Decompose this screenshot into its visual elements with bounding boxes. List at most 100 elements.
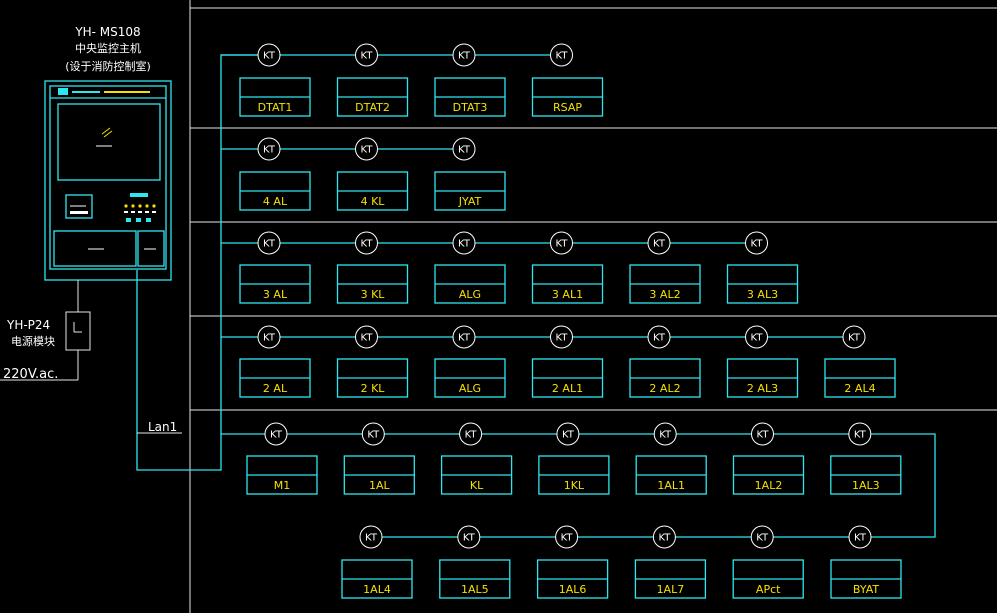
kt-node: KT xyxy=(745,325,768,349)
control-button xyxy=(65,194,93,219)
kt-node-label: KT xyxy=(562,430,575,441)
kt-node: KT xyxy=(653,422,677,446)
module-label: 1AL5 xyxy=(461,583,489,596)
kt-node-label: KT xyxy=(463,533,476,544)
kt-node-label: KT xyxy=(556,51,569,62)
module-box: 2 AL2 xyxy=(629,358,701,398)
port-indicators xyxy=(126,218,151,222)
kt-node-label: KT xyxy=(751,333,764,344)
kt-node-label: KT xyxy=(263,333,276,344)
kt-node: KT xyxy=(848,525,872,549)
module-box: ALG xyxy=(434,358,506,398)
module-box: 1AL3 xyxy=(830,455,902,495)
module-box: 1AL6 xyxy=(536,559,609,599)
module-label: DTAT3 xyxy=(453,101,488,114)
module-box: 1AL4 xyxy=(341,559,413,599)
kt-node: KT xyxy=(550,231,573,255)
module-label: 2 AL3 xyxy=(747,382,778,395)
kt-node-label: KT xyxy=(361,333,374,344)
module-box: KL xyxy=(440,455,513,495)
kt-node-label: KT xyxy=(756,533,769,544)
module-label: 1AL2 xyxy=(755,479,783,492)
kt-node: KT xyxy=(751,422,774,446)
kt-node: KT xyxy=(452,43,476,67)
brand-logo-icon xyxy=(58,88,68,95)
module-box: 3 AL3 xyxy=(726,264,799,304)
module-label: 2 AL4 xyxy=(844,382,875,395)
module-box: 3 AL xyxy=(239,264,311,304)
controller-cabinet xyxy=(44,80,172,281)
kt-node: KT xyxy=(452,325,476,349)
kt-node: KT xyxy=(257,137,281,161)
module-box: 1AL5 xyxy=(439,559,511,599)
module-box: JYAT xyxy=(434,171,506,211)
kt-node: KT xyxy=(556,422,580,446)
kt-node: KT xyxy=(459,422,483,446)
kt-node: KT xyxy=(361,422,385,446)
kt-node-label: KT xyxy=(556,333,569,344)
module-label: 2 AL1 xyxy=(552,382,583,395)
module-label: RSAP xyxy=(553,101,582,114)
kt-node-label: KT xyxy=(365,533,378,544)
module-box: 2 AL1 xyxy=(531,358,604,398)
module-label: 3 AL xyxy=(263,288,288,301)
module-box: 1AL1 xyxy=(635,455,707,495)
module-box: APct xyxy=(732,559,804,599)
kt-node-label: KT xyxy=(561,533,574,544)
module-label: 3 AL3 xyxy=(747,288,778,301)
kt-node: KT xyxy=(550,43,573,67)
kt-node-label: KT xyxy=(361,239,374,250)
controller-model: YH- MS108 xyxy=(74,25,140,39)
module-box: 3 KL xyxy=(336,264,409,304)
lower-panel-left xyxy=(53,230,137,267)
kt-node: KT xyxy=(355,231,378,255)
indicator-leds xyxy=(124,204,156,208)
kt-node: KT xyxy=(745,231,768,255)
kt-node: KT xyxy=(257,325,281,349)
module-label: ALG xyxy=(459,288,481,301)
module-box: 4 AL xyxy=(239,171,311,211)
module-box: 2 AL3 xyxy=(726,358,799,398)
module-label: 1AL1 xyxy=(657,479,685,492)
kt-node: KT xyxy=(842,325,866,349)
module-box: 3 AL2 xyxy=(629,264,701,304)
kt-node-label: KT xyxy=(263,239,276,250)
module-box: 4 KL xyxy=(336,171,409,211)
module-box: 1AL7 xyxy=(634,559,707,599)
module-label: 1AL6 xyxy=(559,583,587,596)
module-box: 1AL2 xyxy=(732,455,805,495)
module-label: 3 AL1 xyxy=(552,288,583,301)
module-label: 2 KL xyxy=(361,382,386,395)
kt-node-label: KT xyxy=(263,51,276,62)
psu-model: YH-P24 xyxy=(6,318,50,332)
module-label: 1KL xyxy=(564,479,585,492)
kt-node: KT xyxy=(355,43,378,67)
kt-node-label: KT xyxy=(757,430,770,441)
module-box: RSAP xyxy=(531,77,604,117)
kt-node: KT xyxy=(457,525,481,549)
kt-node-label: KT xyxy=(653,333,666,344)
kt-node: KT xyxy=(359,525,383,549)
module-label: BYAT xyxy=(853,583,879,596)
controller-name: 中央监控主机 xyxy=(75,41,141,55)
kt-node-label: KT xyxy=(751,239,764,250)
module-box: 3 AL1 xyxy=(531,264,604,304)
module-box: 1AL xyxy=(343,455,415,495)
kt-node-label: KT xyxy=(458,51,471,62)
kt-node-label: KT xyxy=(659,430,672,441)
module-label: DTAT2 xyxy=(355,101,390,114)
kt-node: KT xyxy=(452,137,476,161)
kt-node: KT xyxy=(848,422,872,446)
module-label: 2 AL2 xyxy=(649,382,680,395)
kt-node-label: KT xyxy=(465,430,478,441)
module-label: 2 AL xyxy=(263,382,288,395)
controller-screen xyxy=(57,103,161,181)
module-label: 1AL7 xyxy=(657,583,685,596)
kt-node-label: KT xyxy=(361,51,374,62)
module-box: 1KL xyxy=(538,455,610,495)
